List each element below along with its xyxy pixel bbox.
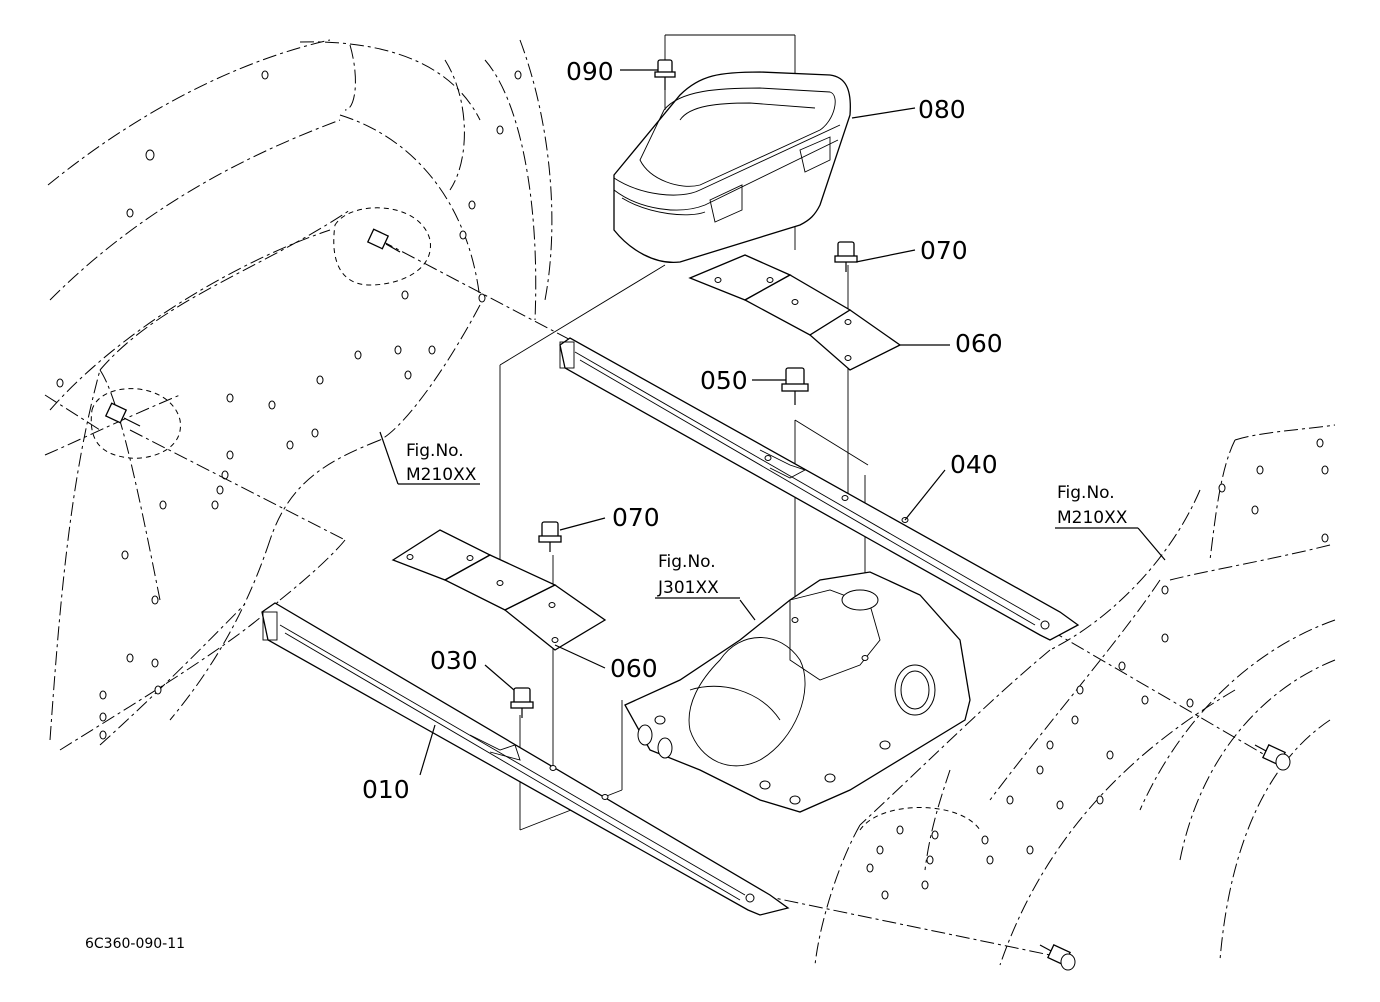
fig-ref-center-number: J301XX — [657, 578, 719, 598]
callout-060-lower: 060 — [610, 654, 658, 683]
callout-070-upper: 070 — [920, 236, 968, 265]
bolt-right-lower — [1039, 943, 1076, 971]
bolt-030 — [510, 687, 534, 718]
fig-ref-center: Fig.No. J301XX — [657, 552, 719, 598]
bolt-070-lower — [538, 521, 562, 552]
bolt-090 — [654, 59, 676, 90]
callout-040: 040 — [950, 450, 998, 479]
hydraulic-housing — [624, 571, 971, 813]
callout-labels: 090 080 070 060 050 040 070 060 030 010 — [362, 57, 1003, 804]
callout-060-upper: 060 — [955, 329, 1003, 358]
bolt-050 — [781, 367, 809, 405]
callout-080: 080 — [918, 95, 966, 124]
bolt-left-upper — [366, 228, 401, 253]
fig-ref-right-number: M210XX — [1057, 508, 1128, 528]
rail-010 — [261, 602, 790, 916]
right-fender-outline — [814, 424, 1336, 966]
bolt-070-upper — [834, 241, 858, 272]
callout-030: 030 — [430, 646, 478, 675]
leader-lines — [379, 69, 1166, 776]
fig-ref-left-title: Fig.No. — [406, 441, 464, 461]
callout-050: 050 — [700, 366, 748, 395]
drawing-code: 6C360-090-11 — [85, 936, 185, 952]
fig-ref-center-title: Fig.No. — [658, 552, 716, 572]
fig-ref-left: Fig.No. M210XX — [406, 441, 477, 485]
left-fender-holes — [56, 70, 522, 740]
callout-070-lower: 070 — [612, 503, 660, 532]
tool-box-080 — [613, 71, 851, 264]
rail-040 — [559, 337, 1080, 641]
right-fender-holes — [866, 438, 1329, 900]
bolt-left-lower — [104, 402, 141, 427]
fig-ref-right: Fig.No. M210XX — [1057, 483, 1128, 528]
bracket-060-lower — [391, 529, 607, 651]
left-fender-outline — [44, 39, 553, 751]
callout-010: 010 — [362, 775, 410, 804]
fig-ref-left-number: M210XX — [406, 465, 477, 485]
fig-ref-right-title: Fig.No. — [1057, 483, 1115, 503]
callout-090: 090 — [566, 57, 614, 86]
bracket-060-upper — [688, 254, 902, 371]
bolt-right-upper — [1254, 743, 1291, 771]
